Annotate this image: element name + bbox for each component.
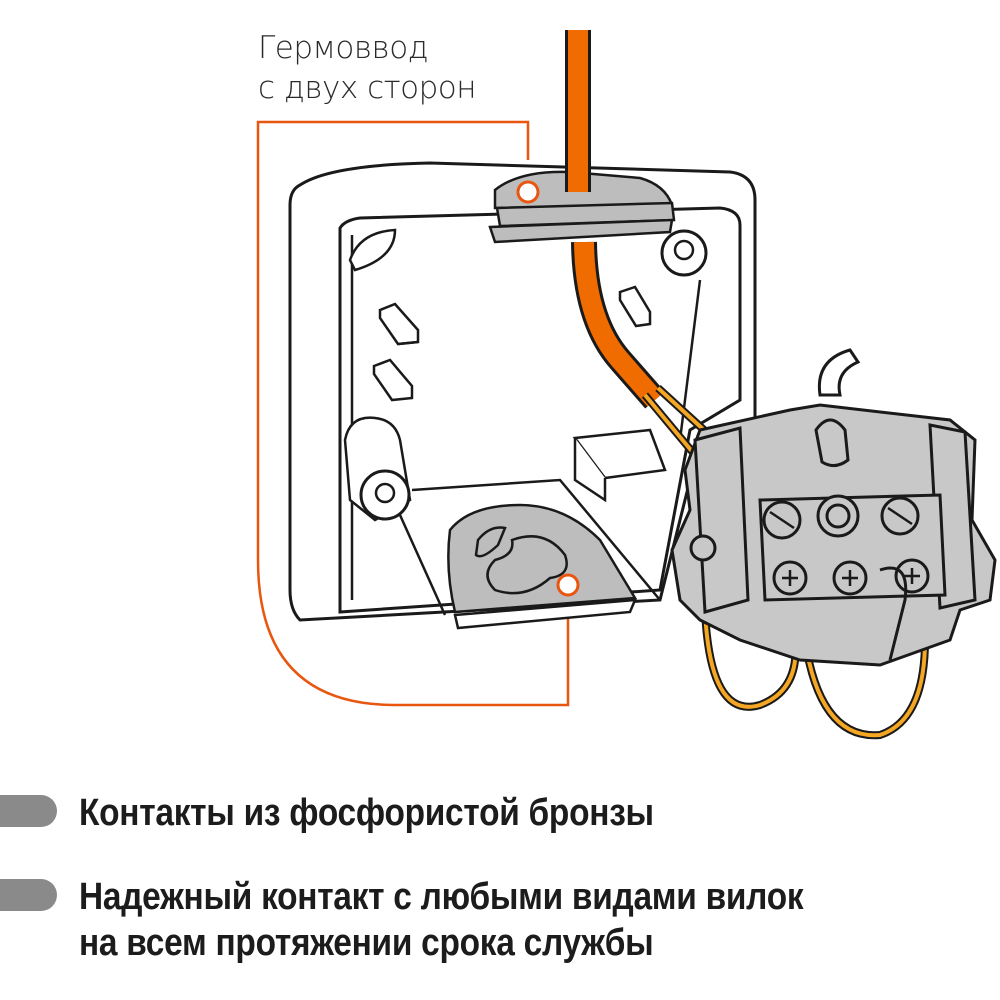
phillips-screw — [894, 558, 930, 594]
feature-line: на всем протяжении срока службы — [79, 922, 654, 964]
slot-screw — [762, 500, 802, 540]
callout-line-2: с двух сторон — [258, 70, 477, 106]
feature-text: Надежный контакт с любыми видами вилок н… — [79, 874, 804, 966]
phillips-screw — [832, 560, 868, 596]
mounting-tabs — [372, 285, 652, 402]
wires — [641, 385, 929, 740]
center-terminal — [816, 494, 860, 538]
inner-block — [572, 428, 667, 480]
feature-item-reliable-contact: Надежный контакт с любыми видами вилок н… — [0, 874, 902, 966]
feature-item-phosphor-bronze: Контакты из фосфористой бронзы — [0, 790, 732, 836]
callout-dot-bottom — [556, 573, 580, 597]
callout-line-top — [256, 120, 570, 707]
callout-label-seal: Гермоввод с двух сторон — [258, 28, 477, 108]
bottom-seal — [447, 503, 638, 630]
feature-text: Контакты из фосфористой бронзы — [79, 790, 654, 836]
phillips-screw — [772, 560, 808, 596]
bullet-marker — [0, 879, 57, 911]
corner-boss — [348, 228, 397, 272]
contact-block — [670, 348, 997, 667]
screw-boss-top-right — [660, 229, 708, 277]
feature-line: Надежный контакт с любыми видами вилок — [79, 876, 804, 918]
side-terminal — [689, 534, 717, 562]
callout-dot-top — [516, 180, 540, 204]
screw-boss-bottom-left — [359, 469, 411, 521]
feature-line: Контакты из фосфористой бронзы — [79, 792, 654, 834]
slot-screw — [880, 496, 920, 536]
bullet-marker — [0, 795, 57, 827]
callout-line-1: Гермоввод — [258, 30, 429, 66]
